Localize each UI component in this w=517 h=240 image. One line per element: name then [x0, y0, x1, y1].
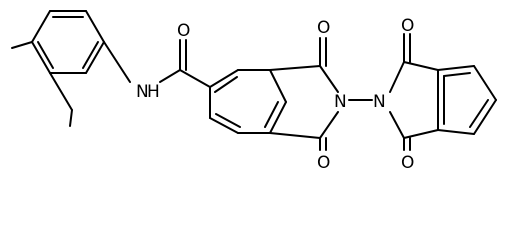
amide-nitrogen-label: N	[136, 82, 149, 102]
imide2-top-oxygen-label: O	[401, 16, 414, 36]
amide-oxygen-label: O	[177, 21, 190, 41]
right-benzene-ring	[437, 65, 497, 135]
methyl-bond-2-tail	[69, 109, 73, 127]
molecule-canvas: N H O	[11, 10, 497, 173]
imide1-nitrogen-label: N	[334, 92, 347, 112]
imide-ring-1	[269, 37, 339, 151]
amide-hydrogen-label: H	[147, 82, 160, 102]
imide1-bottom-oxygen-label: O	[317, 153, 330, 173]
carbonyl-ring-bond	[179, 69, 211, 88]
dimethylphenyl-ring	[31, 10, 105, 74]
imide2-nitrogen-label: N	[373, 92, 386, 112]
n-carbonyl-bond	[159, 69, 181, 83]
imide1-top-oxygen-label: O	[317, 18, 330, 38]
methyl-bond-3	[11, 41, 33, 49]
imide2-bottom-oxygen-label: O	[401, 153, 414, 173]
imide-ring-2	[389, 33, 439, 151]
molecule-structure: N H O	[11, 10, 497, 173]
aryl-n-bond	[103, 41, 131, 83]
methyl-bond-2	[49, 72, 73, 111]
central-benzene-ring	[209, 69, 287, 134]
